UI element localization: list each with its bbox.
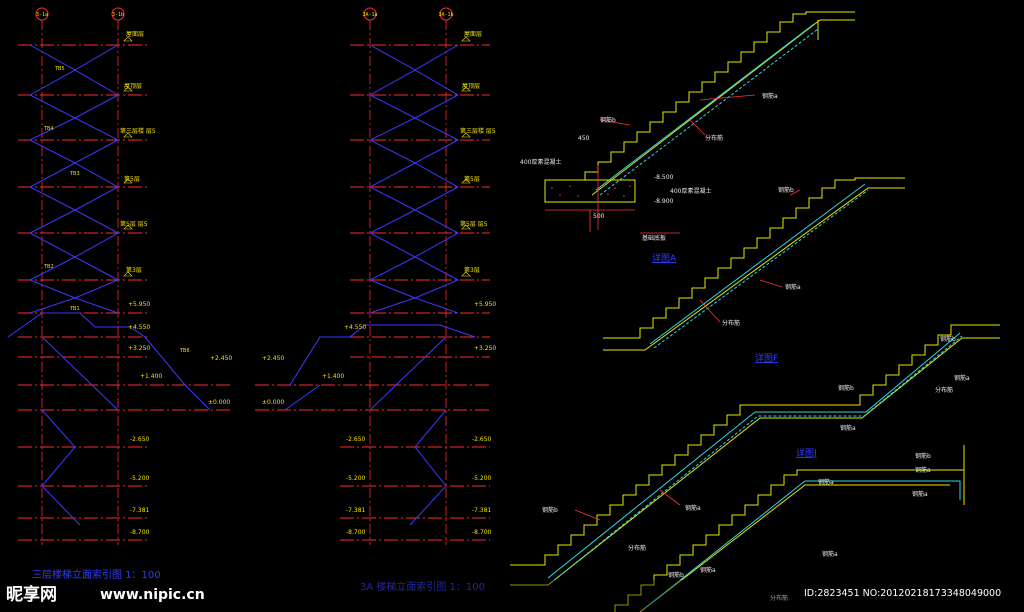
stair-flight-lines xyxy=(7,44,211,526)
detail-lower-right: 钢筋b 钢筋a 钢筋a 钢筋a 钢筋a 钢筋b 钢筋a 分布筋 xyxy=(614,445,965,612)
rebar-a-label: 钢筋a xyxy=(915,466,931,474)
level-label: 屋面层 xyxy=(464,31,482,38)
rebar-b-label: 钢筋b xyxy=(542,506,558,514)
level-label: +3.250 xyxy=(128,345,150,352)
flight-tags: TB5 TB4 TB3 TB2 TB1 TB6 xyxy=(43,66,190,354)
left-level-labels: 屋面层 屋顶层 第三层楼 层5 第5层 第5层 层5 第3层 +5.950 +4… xyxy=(120,31,232,536)
level-label: -2.650 xyxy=(472,436,492,443)
level-label: -8.700 xyxy=(472,529,492,536)
left-elevation-title: 三层楼梯立面索引图 1：100 xyxy=(32,568,161,581)
level-label: 屋顶层 xyxy=(462,83,480,90)
level-label: +2.450 xyxy=(262,355,284,362)
level-label: 第5层 xyxy=(124,175,140,183)
flight-tag: TB5 xyxy=(54,66,65,72)
level-label: +1.400 xyxy=(322,373,344,380)
elevation-2: -8.900 xyxy=(654,198,674,205)
level-label: 第5层 xyxy=(464,175,480,183)
axis-label-2: 3-1b xyxy=(112,12,124,18)
rebar-a-label: 钢筋a xyxy=(912,490,928,498)
detail-a-title: 详图A xyxy=(652,252,677,264)
left-stair-elevation: 3-1a 3-1b xyxy=(7,7,232,581)
right-stair-elevation: 3A-1a 3A-1b xyxy=(255,7,496,593)
axis-label-1: 3A-1a xyxy=(362,12,377,18)
concrete-hatch xyxy=(551,185,631,197)
rebar-a-label: 钢筋a xyxy=(785,283,801,291)
slab-note-2: 400厚素混凝土 xyxy=(670,187,711,195)
level-label: +3.250 xyxy=(474,345,496,352)
detail-j: 钢筋b 分布筋 钢筋a 钢筋b 钢筋a 钢筋a 分布筋 钢筋b 详图J xyxy=(510,324,1000,586)
level-label: +1.400 xyxy=(140,373,162,380)
level-label: 第三层楼 层5 xyxy=(460,127,496,135)
floor-lines xyxy=(18,44,230,541)
dim-width: 500 xyxy=(593,213,605,220)
rebar-a-label: 钢筋a xyxy=(818,478,834,486)
detail-j-title: 详图J xyxy=(796,447,817,459)
rebar-a-label: 钢筋a xyxy=(700,566,716,574)
level-label: -8.700 xyxy=(130,529,150,536)
level-label: +4.550 xyxy=(128,324,150,331)
rebar-a-label: 钢筋a xyxy=(822,550,838,558)
level-label: -7.381 xyxy=(130,507,150,514)
detail-a: 400厚素混凝土 400厚素混凝土 基础底板 500 -8.500 -8.900… xyxy=(520,11,855,264)
elevation-1: -8.500 xyxy=(654,174,674,181)
flight-tag: TB3 xyxy=(69,171,80,177)
dist-bar-label: 分布筋 xyxy=(628,544,646,552)
level-label: +5.950 xyxy=(128,301,150,308)
rebar-b-label: 钢筋b xyxy=(915,452,931,460)
slab-note: 400厚素混凝土 xyxy=(520,158,561,166)
rebar-a-label: 钢筋a xyxy=(840,424,856,432)
axis-label-1: 3-1a xyxy=(36,12,48,18)
flight-tag: TB2 xyxy=(43,264,54,270)
level-label: 第3层 xyxy=(464,266,480,274)
level-label: +5.950 xyxy=(474,301,496,308)
watermark-url: www.nipic.cn xyxy=(100,587,205,603)
dist-bar-label: 分布筋 xyxy=(935,386,953,394)
rebar-a-label: 钢筋a xyxy=(685,504,701,512)
level-label: -5.200 xyxy=(130,475,150,482)
level-label: 第5层 层5 xyxy=(460,220,488,228)
watermark-brand: 昵享网 xyxy=(6,584,57,605)
dist-bar-label: 分布筋 xyxy=(722,319,740,327)
rebar-b-label: 钢筋b xyxy=(940,335,956,343)
level-label: +2.450 xyxy=(210,355,232,362)
level-label: -5.200 xyxy=(346,475,366,482)
level-label: +4.550 xyxy=(344,324,366,331)
rebar-b-label: 钢筋b xyxy=(778,186,794,194)
flight-tag: TB6 xyxy=(179,348,190,354)
level-label: 屋面层 xyxy=(126,31,144,38)
dist-bar-label: 分布筋 xyxy=(705,134,723,142)
level-label: -2.650 xyxy=(130,436,150,443)
watermark-id: ID:2823451 NO:20120218173348049000 xyxy=(804,588,1001,599)
level-label: 第3层 xyxy=(126,266,142,274)
rebar-b-label: 钢筋b xyxy=(838,384,854,392)
level-label: -5.200 xyxy=(472,475,492,482)
level-label: ±0.000 xyxy=(208,399,230,406)
right-level-labels: 屋面层 屋顶层 第三层楼 层5 第5层 第5层 层5 第3层 +5.950 +4… xyxy=(262,31,496,536)
rebar-b-label: 钢筋b xyxy=(600,116,616,124)
level-label: -7.381 xyxy=(472,507,492,514)
level-label: 第5层 层5 xyxy=(120,220,148,228)
rebar-b-label: 钢筋b xyxy=(668,571,684,579)
level-label: -8.700 xyxy=(346,529,366,536)
flight-tag: TB1 xyxy=(69,306,80,312)
rebar-a-label: 钢筋a xyxy=(954,374,970,382)
level-label: ±0.000 xyxy=(262,399,284,406)
stair-flight-lines xyxy=(284,44,476,526)
flight-tag: TB4 xyxy=(43,126,54,132)
base-note: 基础底板 xyxy=(642,234,666,242)
rebar-a-label: 钢筋a xyxy=(762,92,778,100)
level-label: -7.381 xyxy=(346,507,366,514)
dim-small: 450 xyxy=(578,135,590,142)
detail-f: 钢筋a 钢筋b 分布筋 详图F xyxy=(603,177,905,364)
watermark: 昵享网 www.nipic.cn ID:2823451 NO:201202181… xyxy=(0,580,1024,612)
right-elevation-title: 3A 楼梯立面索引图 1：100 xyxy=(360,580,485,593)
level-label: -2.650 xyxy=(346,436,366,443)
level-label: 屋顶层 xyxy=(124,83,142,90)
axis-label-2: 3A-1b xyxy=(438,12,453,18)
detail-f-title: 详图F xyxy=(755,352,778,364)
level-label: 第三层楼 层5 xyxy=(120,127,156,135)
dist-bar-label: 分布筋 xyxy=(770,594,788,602)
floor-lines xyxy=(255,44,490,541)
